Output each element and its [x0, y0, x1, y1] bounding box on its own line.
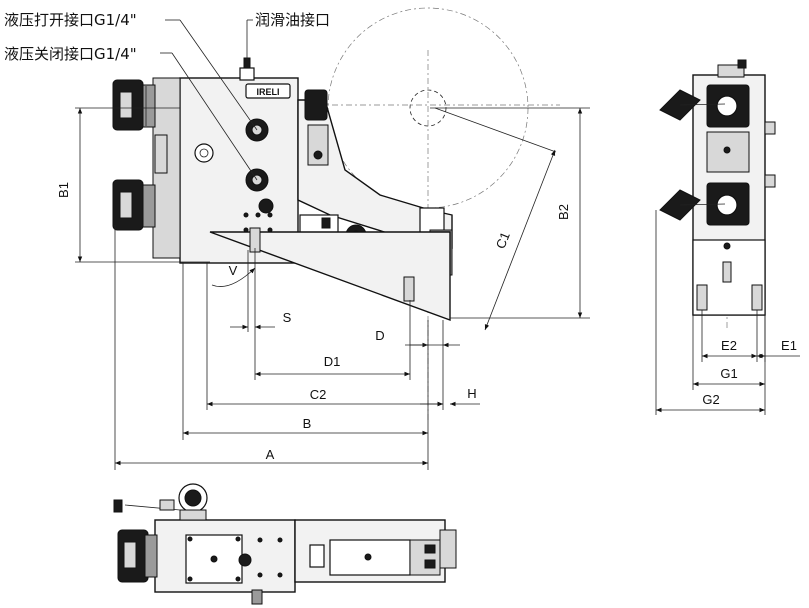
- lower-cylinder: [112, 179, 156, 231]
- callouts: 液压打开接口G1/4" 液压关闭接口G1/4" 润滑油接口: [4, 11, 330, 181]
- dim-B1: B1: [56, 182, 71, 198]
- label-lubrication-port: 润滑油接口: [255, 11, 330, 29]
- dim-B: B: [303, 416, 312, 431]
- dim-E1: E1: [781, 338, 797, 353]
- dimensions: A B C2 H D1 D S V B1 B2 C1: [56, 107, 590, 470]
- wedge-base: [209, 231, 451, 322]
- upper-cylinder: [112, 79, 156, 131]
- dim-B2: B2: [556, 204, 571, 220]
- front-view: IRELI: [112, 7, 560, 420]
- dim-A: A: [266, 447, 275, 462]
- dim-V: V: [229, 263, 238, 278]
- clamp-jaw: [297, 99, 453, 249]
- dim-C2: C2: [310, 387, 327, 402]
- dim-H: H: [467, 386, 476, 401]
- dim-D1: D1: [324, 354, 341, 369]
- dim-E2: E2: [721, 338, 737, 353]
- dim-S: S: [283, 310, 292, 325]
- side-view: E2 E1 G1 G2: [655, 59, 800, 415]
- dim-C1: C1: [493, 230, 513, 251]
- top-view: [113, 483, 457, 605]
- label-hydraulic-close-port: 液压关闭接口G1/4": [4, 45, 137, 63]
- dim-G1: G1: [720, 366, 737, 381]
- label-hydraulic-open-port: 液压打开接口G1/4": [4, 11, 137, 29]
- dim-D: D: [375, 328, 384, 343]
- dim-G2: G2: [702, 392, 719, 407]
- brand-logo: IRELI: [256, 87, 279, 97]
